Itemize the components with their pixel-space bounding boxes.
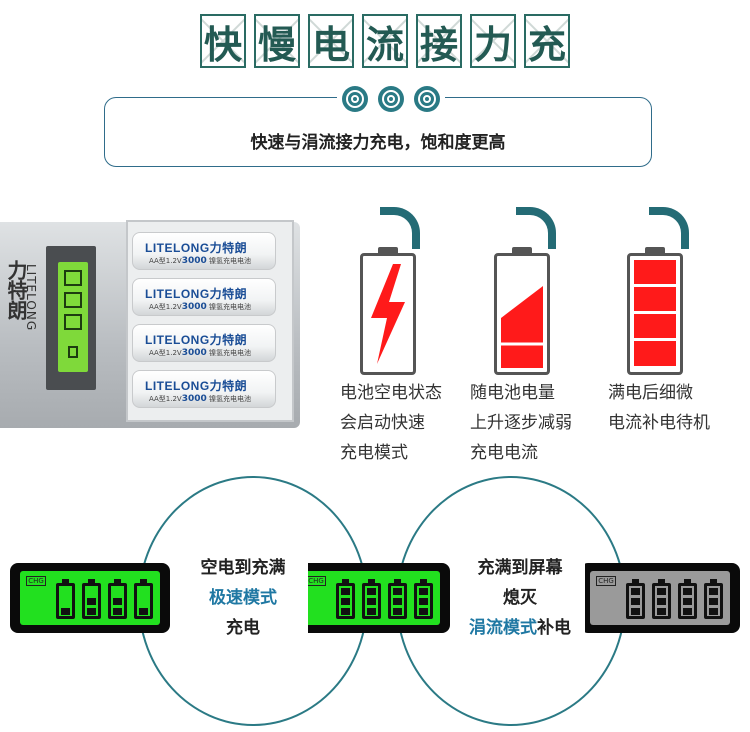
battery-spec: AA型1.2V3000 镍氢充电电池 [149, 394, 251, 404]
page-title: 快 慢 电 流 接 力 充 [200, 14, 580, 70]
title-char-box: 接 [416, 14, 462, 68]
subtitle: 快速与涓流接力充电，饱和度更高 [250, 133, 506, 153]
battery-cell-icon [414, 579, 433, 619]
target-circle-icon [414, 86, 440, 112]
battery-cell-icon [678, 579, 697, 619]
battery-cell-icon [336, 579, 355, 619]
battery-spec: AA型1.2V3000 镍氢充电电池 [149, 348, 251, 358]
battery-half-icon [492, 205, 612, 380]
mode-caption: 满电后细微电流补电待机 [608, 383, 710, 433]
title-char: 接 [419, 22, 458, 67]
title-char-box: 力 [470, 14, 516, 68]
title-char-box: 电 [308, 14, 354, 68]
title-char-box: 充 [524, 14, 570, 68]
battery-cell-icon [362, 579, 381, 619]
chg-label: CHG [306, 576, 326, 586]
charger-brand-en: LITELONG [24, 264, 38, 332]
battery-cell-icon [626, 579, 645, 619]
title-char: 力 [473, 22, 512, 67]
lcd-charging: CHG [10, 563, 170, 633]
charger-lcd-cell [64, 270, 82, 286]
battery-empty-icon [358, 205, 478, 380]
title-char: 慢 [257, 22, 296, 67]
battery-cell: LITELONG力特朗 AA型1.2V3000 镍氢充电电池 [132, 370, 276, 408]
charger-lcd-cell [64, 314, 82, 330]
battery-level-icon [501, 286, 543, 368]
chg-label: CHG [596, 576, 616, 586]
battery-cell-icon [134, 579, 153, 619]
title-char-box: 流 [362, 14, 408, 68]
charger-lcd-indicator [68, 346, 78, 358]
battery-brand: LITELONG力特朗 [145, 287, 248, 301]
target-circle-icon [378, 86, 404, 112]
charger-lcd-cell [64, 292, 82, 308]
battery-cell: LITELONG力特朗 AA型1.2V3000 镍氢充电电池 [132, 232, 276, 270]
mode-caption: 随电池电量上升逐步减弱充电电流 [470, 383, 572, 463]
decorative-circles [337, 84, 445, 114]
battery-cell-icon [108, 579, 127, 619]
battery-spec: AA型1.2V3000 镍氢充电电池 [149, 256, 251, 266]
lcd-screen: CHG [300, 571, 440, 625]
charger-brand-cn: 力特朗 [4, 260, 28, 320]
mode-caption: 电池空电状态会启动快速充电模式 [340, 383, 442, 463]
battery-cell-icon [652, 579, 671, 619]
stage-fast-text: 空电到充满 极速模式 充电 [178, 553, 308, 643]
stage-trickle-text: 充满到屏幕 熄灭 涓流模式补电 [455, 553, 585, 643]
lcd-off: CHG [580, 563, 740, 633]
title-char: 快 [203, 22, 242, 67]
battery-brand: LITELONG力特朗 [145, 241, 248, 255]
title-char-box: 慢 [254, 14, 300, 68]
battery-cell-icon [704, 579, 723, 619]
battery-cell: LITELONG力特朗 AA型1.2V3000 镍氢充电电池 [132, 324, 276, 362]
lcd-full: CHG [290, 563, 450, 633]
battery-brand: LITELONG力特朗 [145, 333, 248, 347]
title-char: 流 [365, 22, 404, 67]
battery-cell: LITELONG力特朗 AA型1.2V3000 镍氢充电电池 [132, 278, 276, 316]
battery-brand: LITELONG力特朗 [145, 379, 248, 393]
battery-cell-icon [388, 579, 407, 619]
charger-brand: 力特朗 LITELONG [2, 260, 40, 370]
battery-full-icon [625, 205, 745, 380]
lcd-screen: CHG [590, 571, 730, 625]
chg-label: CHG [26, 576, 46, 586]
battery-level-icon [634, 260, 676, 366]
title-char: 充 [527, 22, 566, 67]
battery-spec: AA型1.2V3000 镍氢充电电池 [149, 302, 251, 312]
title-char: 电 [311, 22, 350, 67]
battery-cell-icon [56, 579, 75, 619]
title-char-box: 快 [200, 14, 246, 68]
battery-cell-icon [82, 579, 101, 619]
target-circle-icon [342, 86, 368, 112]
lightning-icon [371, 264, 405, 364]
lcd-screen: CHG [20, 571, 160, 625]
charger-lcd-screen [58, 262, 88, 372]
